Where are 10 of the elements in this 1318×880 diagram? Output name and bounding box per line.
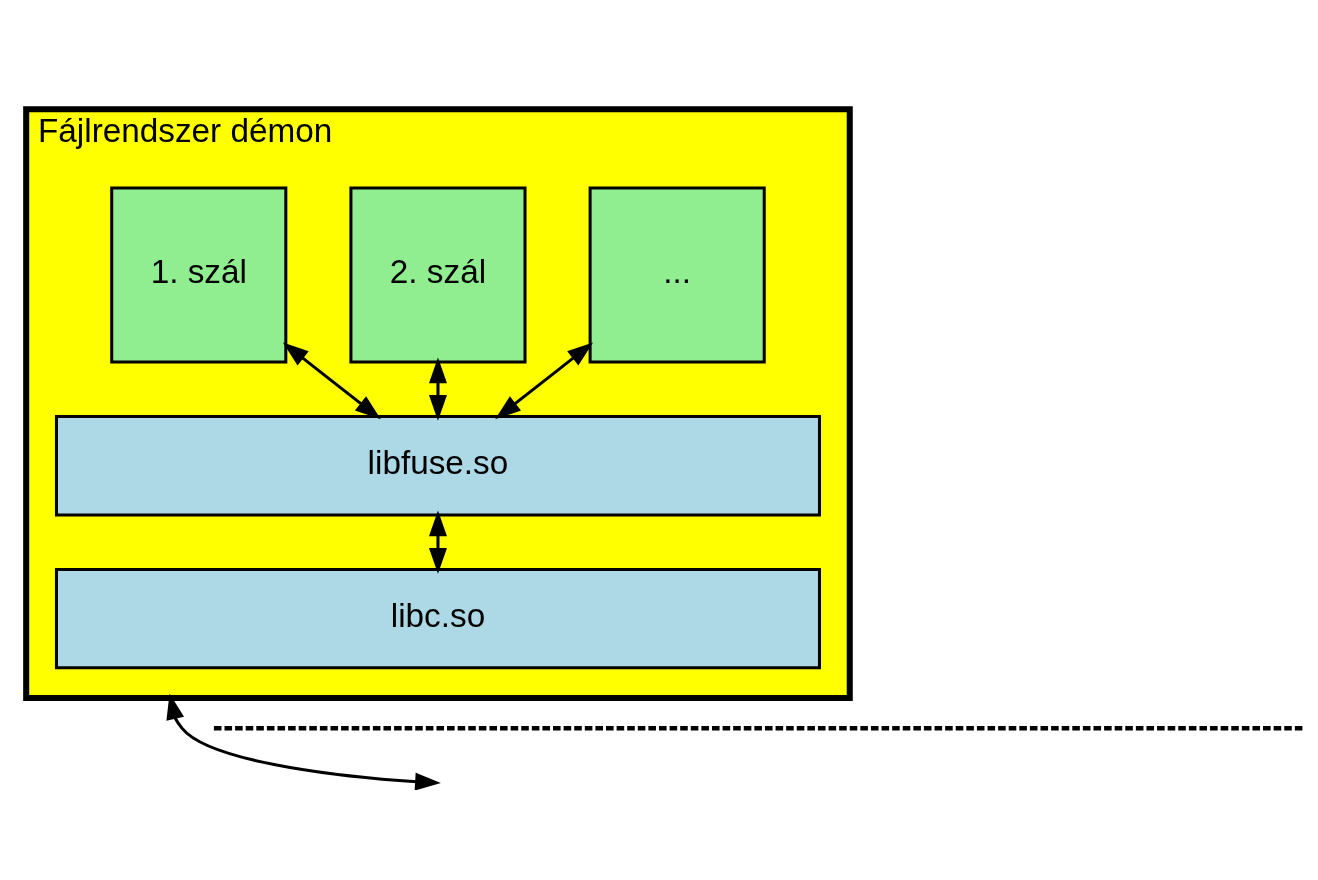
arrow: [428, 357, 447, 421]
arrow: [495, 341, 594, 419]
arrow: [166, 693, 441, 790]
node-box: libfuse.so: [54, 414, 821, 516]
node-box: ...: [588, 185, 766, 363]
arrow: [282, 341, 381, 419]
node-box: 1. szál: [110, 185, 288, 363]
node-box: 2. szál: [349, 185, 527, 363]
arrow: [428, 509, 447, 574]
node-box: libc.so: [54, 567, 821, 669]
